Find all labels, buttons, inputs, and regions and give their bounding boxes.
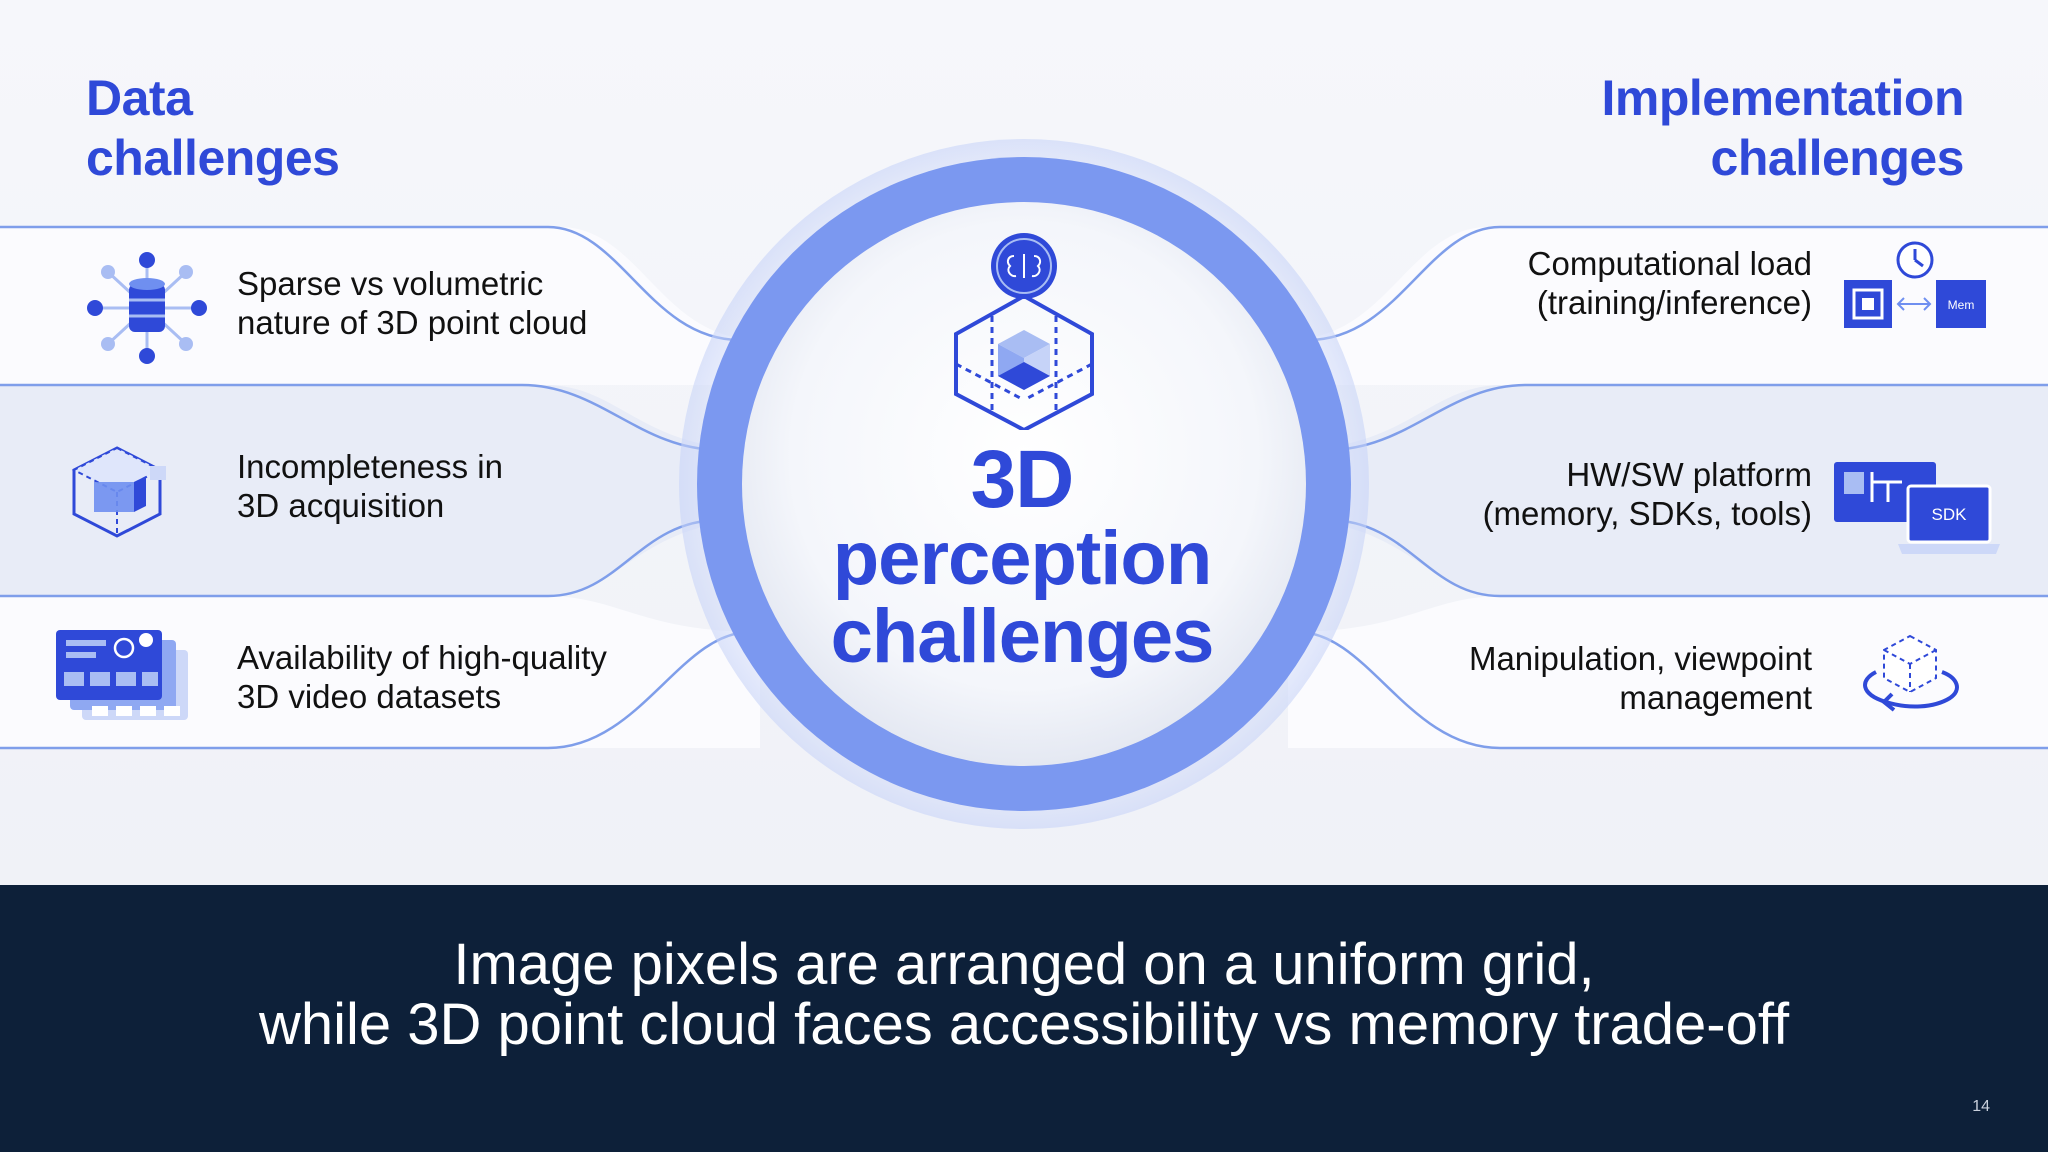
video-dataset-icon xyxy=(56,630,188,720)
incomplete-cube-icon xyxy=(71,446,166,538)
sdk-platform-icon: SDK xyxy=(1834,462,2000,554)
left-item-1-text: Sparse vs volumetric nature of 3D point … xyxy=(237,265,588,341)
left-item-2-text: Incompleteness in 3D acquisition xyxy=(237,448,503,524)
implementation-challenges-heading: Implementation challenges xyxy=(1601,70,1965,186)
right-item-2-text: HW/SW platform (memory, SDKs, tools) xyxy=(1482,456,1812,532)
center-disc xyxy=(742,202,1306,766)
brain-cube-icon xyxy=(954,233,1094,430)
right-connector-1 xyxy=(1307,225,2048,342)
left-connector-1 xyxy=(0,225,741,342)
rotate-cube-icon xyxy=(1863,634,1959,712)
diagram-background xyxy=(0,139,2048,829)
right-band-2 xyxy=(1288,385,2048,596)
compute-memory-icon: Mem xyxy=(1844,241,1986,328)
svg-text:Mem: Mem xyxy=(1948,298,1975,312)
left-band-3 xyxy=(0,596,760,748)
left-item-3-text: Availability of high-quality 3D video da… xyxy=(237,639,607,715)
right-item-1-text: Computational load (training/inference) xyxy=(1527,245,1812,321)
right-band-3 xyxy=(1288,596,2048,748)
footer-banner xyxy=(0,885,2048,1152)
data-challenges-heading: Data challenges xyxy=(86,70,340,186)
database-network-icon xyxy=(87,252,207,364)
center-title: 3D perception challenges xyxy=(830,434,1215,679)
right-item-3-text: Manipulation, viewpoint management xyxy=(1468,640,1812,716)
right-band-1 xyxy=(1288,227,2048,385)
footer-caption: Image pixels are arranged on a uniform g… xyxy=(258,932,1790,1057)
svg-text:SDK: SDK xyxy=(1932,505,1968,524)
left-band-2 xyxy=(0,385,760,596)
page-number: 14 xyxy=(1972,1098,1990,1115)
